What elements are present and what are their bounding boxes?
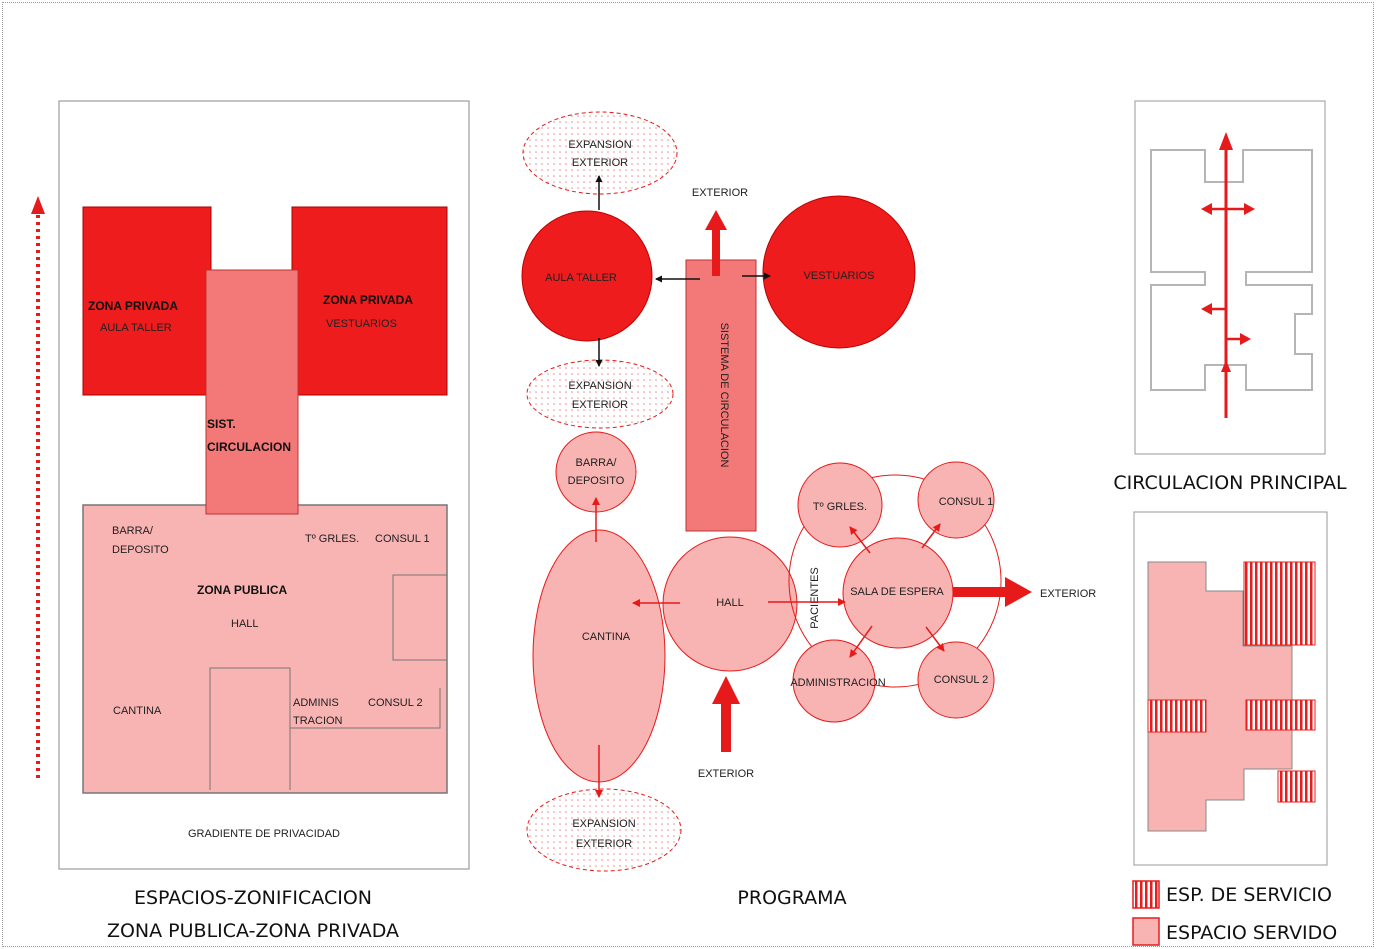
vestuarios-node	[762, 195, 916, 349]
legend-service-label: ESP. DE SERVICIO	[1166, 884, 1332, 906]
sala-to-admin-arrow	[849, 625, 873, 658]
zoning-panel: ZONA PRIVADA AULA TALLER ZONA PRIVADA VE…	[31, 100, 470, 942]
private-zone-left-sub: AULA TALLER	[100, 322, 172, 334]
private-zone-right	[291, 206, 448, 396]
aula-taller-label: AULA TALLER	[545, 272, 617, 284]
program-consul1-label: CONSUL 1	[939, 496, 994, 508]
aula-taller-node	[521, 210, 653, 342]
program-barra-label-2: DEPOSITO	[568, 475, 625, 487]
zoning-caption-1: ESPACIOS-ZONIFICACION	[134, 887, 372, 909]
pacientes-label: PACIENTES	[809, 567, 821, 629]
program-cantina-label: CANTINA	[582, 631, 631, 643]
sistema-circulacion-label: SISTEMA DE CIRCULACION	[718, 323, 730, 468]
circulation-floorplan	[1150, 149, 1313, 391]
consul2-label: CONSUL 2	[368, 697, 423, 709]
cross-arrow-left-head	[1201, 203, 1212, 215]
exterior-top-arrow	[705, 210, 727, 276]
tgrles-label: Tº GRLES.	[305, 533, 359, 545]
consul2-node	[917, 641, 995, 719]
program-caption: PROGRAMA	[737, 887, 846, 909]
barra-label-2: DEPOSITO	[112, 544, 169, 556]
public-zone-label: ZONA PUBLICA	[197, 583, 288, 597]
barra-label-1: BARRA/	[112, 525, 154, 537]
circulation-label-2: CIRCULACION	[207, 440, 291, 454]
legend: ESP. DE SERVICIO ESPACIO SERVIDO	[1132, 880, 1337, 946]
expansion-top-label-2: EXTERIOR	[572, 157, 628, 169]
program-circulation-column	[685, 259, 757, 532]
sala-to-consul1-arrow	[921, 523, 941, 549]
program-tgrles-label: Tº GRLES.	[813, 501, 867, 513]
zoning-caption-2: ZONA PUBLICA-ZONA PRIVADA	[107, 920, 399, 942]
expansion-mid-label-1: EXPANSION	[568, 380, 631, 392]
circulation-panel: CIRCULACION PRINCIPAL	[1113, 100, 1347, 494]
service-space-right	[1245, 699, 1316, 731]
exterior-bottom-label: EXTERIOR	[698, 768, 754, 780]
expansion-mid-node	[526, 359, 674, 429]
exterior-top-label: EXTERIOR	[692, 187, 748, 199]
main-circulation-arrowhead	[1219, 132, 1233, 150]
service-space-small	[1277, 770, 1316, 803]
expansion-top-node	[522, 111, 678, 195]
expansion-bottom-label-2: EXTERIOR	[576, 838, 632, 850]
hall-node	[662, 536, 798, 672]
cantina-node	[532, 529, 666, 783]
cross-arrow-right-head	[1244, 203, 1255, 215]
private-zone-right-sub: VESTUARIOS	[326, 318, 397, 330]
exterior-right-arrow	[953, 577, 1032, 607]
served-space-plan	[1147, 561, 1293, 832]
legend-service-swatch	[1132, 880, 1160, 909]
private-zone-left	[82, 206, 212, 396]
expansion-mid-label-2: EXTERIOR	[572, 399, 628, 411]
legend-served-swatch	[1132, 917, 1160, 946]
service-space-top	[1243, 561, 1316, 646]
adminis-label-2: TRACION	[293, 715, 343, 727]
program-barra-label-1: BARRA/	[576, 457, 618, 469]
consul1-label: CONSUL 1	[375, 533, 430, 545]
exterior-bottom-arrow	[712, 676, 740, 752]
public-zone-notch	[392, 574, 447, 661]
vestuarios-label: VESTUARIOS	[804, 270, 875, 282]
cantina-label: CANTINA	[113, 705, 162, 717]
public-zone-block	[82, 504, 448, 794]
program-consul2-label: CONSUL 2	[934, 674, 989, 686]
sala-to-consul2-arrow	[925, 626, 945, 652]
circulation-label-1: SIST.	[207, 417, 236, 431]
circulation-caption: CIRCULACION PRINCIPAL	[1113, 472, 1347, 494]
health-cluster-ring	[788, 474, 1002, 688]
program-administracion-label: ADMINISTRACION	[790, 677, 885, 689]
lower-arrowhead	[1221, 360, 1231, 372]
legend-served-label: ESPACIO SERVIDO	[1166, 922, 1337, 944]
privacy-gradient-arrowhead	[31, 196, 45, 214]
expansion-top-label-1: EXPANSION	[568, 139, 631, 151]
sala-to-tgrles-arrow	[849, 526, 871, 554]
circulation-zone	[205, 269, 299, 515]
program-hall-label: HALL	[716, 597, 744, 609]
consul1-node	[917, 461, 995, 539]
service-space-left	[1147, 699, 1207, 733]
left-branch-head	[1201, 303, 1212, 315]
private-zone-left-label: ZONA PRIVADA	[88, 299, 178, 313]
expansion-bottom-label-1: EXPANSION	[572, 818, 635, 830]
expansion-bottom-node	[526, 788, 682, 872]
sala-espera-label: SALA DE ESPERA	[850, 586, 944, 598]
admin-room-outline	[289, 688, 441, 729]
public-zone-inner-wall	[209, 667, 291, 790]
exterior-right-label: EXTERIOR	[1040, 588, 1096, 600]
private-zone-right-label: ZONA PRIVADA	[323, 293, 413, 307]
hall-label: HALL	[231, 618, 259, 630]
gradient-label: GRADIENTE DE PRIVACIDAD	[188, 828, 340, 840]
right-branch-head	[1240, 333, 1251, 345]
service-panel	[1133, 511, 1328, 866]
adminis-label-1: ADMINIS	[293, 697, 339, 709]
program-panel: SISTEMA DE CIRCULACION AULA TALLER VESTU…	[521, 111, 1096, 909]
tgrles-node	[797, 462, 883, 548]
administracion-node	[792, 639, 876, 723]
